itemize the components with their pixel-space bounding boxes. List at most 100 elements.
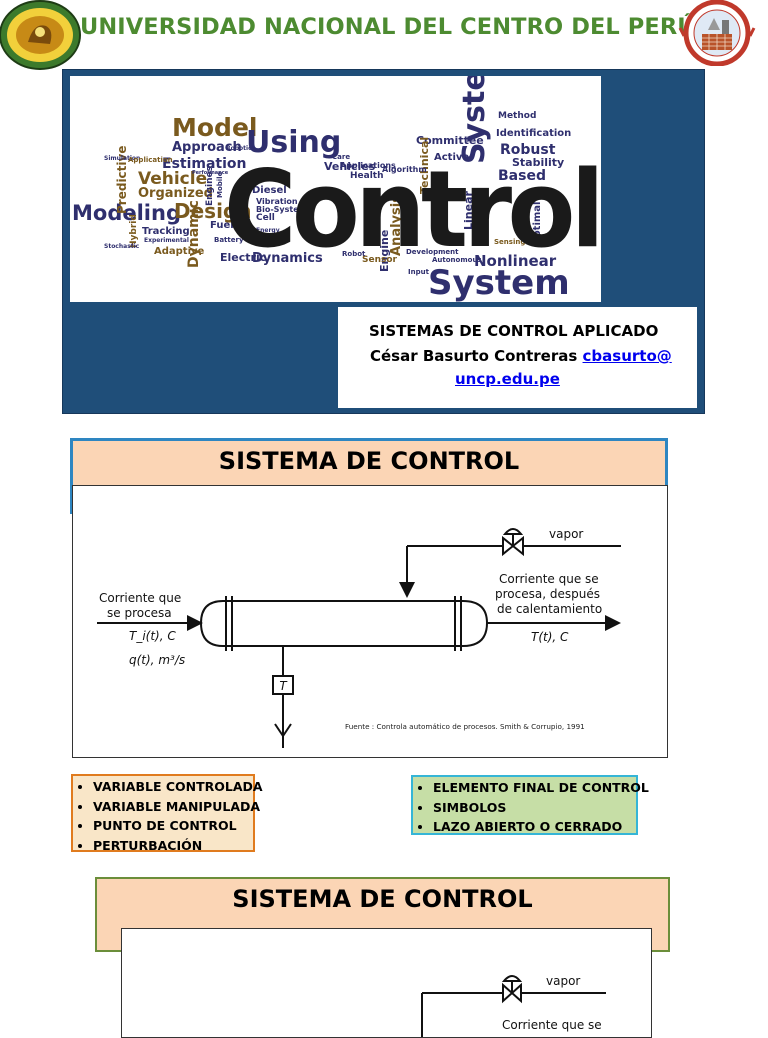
figure-source: Fuente : Controla automático de procesos… <box>345 722 585 731</box>
list-item: PUNTO DE CONTROL <box>93 816 249 836</box>
concepts-list-right: ELEMENTO FINAL DE CONTROL SIMBOLOS LAZO … <box>411 775 649 837</box>
author-email-link[interactable]: cbasurto@ <box>582 347 672 365</box>
inlet-label-line1: Corriente que <box>99 591 181 605</box>
wc-word-hybrid: Hybrid <box>129 214 139 248</box>
wc-word-performance: Performance <box>192 170 229 176</box>
vapor-label: vapor <box>549 527 583 541</box>
outlet-label-line2: procesa, después <box>495 587 600 601</box>
vapor-label: vapor <box>546 974 580 988</box>
wc-word-approach: Approach <box>172 140 242 155</box>
wc-word-diesel: Diesel <box>252 185 287 196</box>
concepts-list-left: VARIABLE CONTROLADA VARIABLE MANIPULADA … <box>71 774 263 853</box>
outlet-label-line3: de calentamiento <box>497 602 602 616</box>
wc-word-technical: Technical <box>418 137 431 194</box>
wc-word-adaptive: Adaptive <box>154 246 205 257</box>
wc-word-based: Based <box>498 168 546 184</box>
wc-word-robot: Robot <box>342 250 366 258</box>
outlet-label-line1: Corriente que se <box>502 1018 602 1032</box>
wc-word-engine: Engine <box>378 230 391 272</box>
wc-word-engines: Engines <box>205 166 215 206</box>
inlet-temperature-label: T_i(t), C <box>129 629 176 643</box>
wc-word-controller: Controller <box>476 189 487 246</box>
control-valve-icon <box>502 528 524 557</box>
wc-word-organized: Organized <box>138 186 213 201</box>
steam-trap-label: T <box>279 679 288 693</box>
wc-word-control: Control <box>224 148 600 271</box>
wc-word-health: Health <box>350 171 384 181</box>
heat-exchanger-vessel <box>199 596 489 651</box>
wc-word-tracking: Tracking <box>142 226 190 237</box>
author-name: César Basurto Contreras <box>370 347 578 365</box>
inlet-flow-label: q(t), m³/s <box>129 653 185 667</box>
wc-word-autonomous: Autonomous <box>432 256 482 264</box>
faculty-logo <box>678 0 756 66</box>
wc-word-model: Model <box>172 113 257 142</box>
wc-word-mobile: Mobile <box>216 171 224 198</box>
wc-word-nonlinear: Nonlinear <box>474 252 557 270</box>
wc-word-fuel: Fuel <box>210 220 234 231</box>
wc-word-vibration: Vibration <box>256 197 298 206</box>
list-item: ELEMENTO FINAL DE CONTROL <box>433 778 649 798</box>
wc-word-identification: Identification <box>496 128 571 139</box>
wc-word-development: Development <box>406 248 459 256</box>
wc-word-stability: Stability <box>512 156 564 169</box>
wc-word-optimal: Optimal <box>532 202 543 246</box>
page-title: UNIVERSIDAD NACIONAL DEL CENTRO DEL PERÚ <box>80 14 696 40</box>
wc-word-vehicles: Vehicles <box>324 160 376 173</box>
wc-word-energy: Energy <box>256 227 280 234</box>
wc-word-input: Input <box>408 268 430 276</box>
drain-arrow-icon <box>274 723 292 738</box>
wc-word-algorithm: Algorithm <box>382 165 427 174</box>
wc-word-robust: Robust <box>500 142 556 158</box>
list-item: PERTURBACIÓN <box>93 836 249 856</box>
wc-word-analysis: Analysis <box>389 195 404 256</box>
control-word-cloud: Model Using Systems System Modeling Desi… <box>70 76 601 302</box>
heat-exchanger-drawing-2: vapor Corriente que se <box>421 974 606 1037</box>
wc-word-sensing: Sensing <box>494 238 525 246</box>
list-item: VARIABLE MANIPULADA <box>93 797 260 817</box>
list-item: VARIABLE CONTROLADA <box>93 777 263 797</box>
slide-2-title: SISTEMA DE CONTROL <box>218 447 520 475</box>
wc-word-predictive: Predictive <box>115 146 129 214</box>
wc-word-active: Active <box>434 152 469 163</box>
wc-word-method: Method <box>498 111 536 121</box>
wc-word-systems: Systems <box>457 76 492 164</box>
wc-word-stochastic: Stochastic <box>104 243 140 250</box>
wc-word-battery: Battery <box>214 236 244 244</box>
wc-word-application: Application <box>128 156 173 164</box>
wc-word-linear: Linear <box>462 191 475 230</box>
outlet-temperature-label: T(t), C <box>531 630 569 644</box>
wc-word-dynamic: Dynamic <box>186 200 202 268</box>
inlet-label-line2: se procesa <box>107 606 172 620</box>
wc-word-modeling: Modeling <box>72 201 181 225</box>
wc-word-sensor: Sensor <box>362 255 398 265</box>
wc-word-vehicle: Vehicle <box>138 169 207 189</box>
wc-word-simulation: Simulation <box>104 155 140 162</box>
heat-exchanger-diagram: vapor Corriente que se procesa T_i(t), C… <box>72 485 668 758</box>
heat-exchanger-drawing: vapor Corriente que se procesa T_i(t), C… <box>97 527 621 748</box>
list-item: LAZO ABIERTO O CERRADO <box>433 817 632 837</box>
wc-word-electric: Electric <box>220 251 266 264</box>
wc-word-using: Using <box>246 125 341 160</box>
wc-word-robotics: Robotics <box>226 145 256 152</box>
wc-word-system: System <box>428 263 570 302</box>
university-seal-logo <box>0 0 81 70</box>
author-email-domain-link[interactable]: uncp.edu.pe <box>455 370 560 388</box>
list-item: SIMBOLOS <box>433 798 632 818</box>
wc-word-applications: Applications <box>340 161 396 170</box>
outlet-label-line1: Corriente que se <box>499 572 599 586</box>
wc-word-bio-systems: Bio-Systems <box>256 205 312 214</box>
wc-word-cell: Cell <box>256 213 275 223</box>
wc-word-committee: Committee <box>416 134 484 147</box>
heat-exchanger-diagram-2: vapor Corriente que se <box>121 928 652 1038</box>
slide-3-title: SISTEMA DE CONTROL <box>232 885 533 913</box>
author-line: César Basurto Contreras cbasurto@ <box>370 347 672 365</box>
wc-word-experimental: Experimental <box>144 237 189 244</box>
wc-word-estimation: Estimation <box>162 156 247 172</box>
wc-word-design: Design <box>174 199 251 223</box>
wc-word-care: Care <box>332 153 350 161</box>
wc-word-dynamics: Dynamics <box>252 251 323 266</box>
course-info-box: SISTEMAS DE CONTROL APLICADO César Basur… <box>338 307 697 408</box>
control-valve-icon <box>501 975 523 1004</box>
course-title: SISTEMAS DE CONTROL APLICADO <box>369 322 659 340</box>
